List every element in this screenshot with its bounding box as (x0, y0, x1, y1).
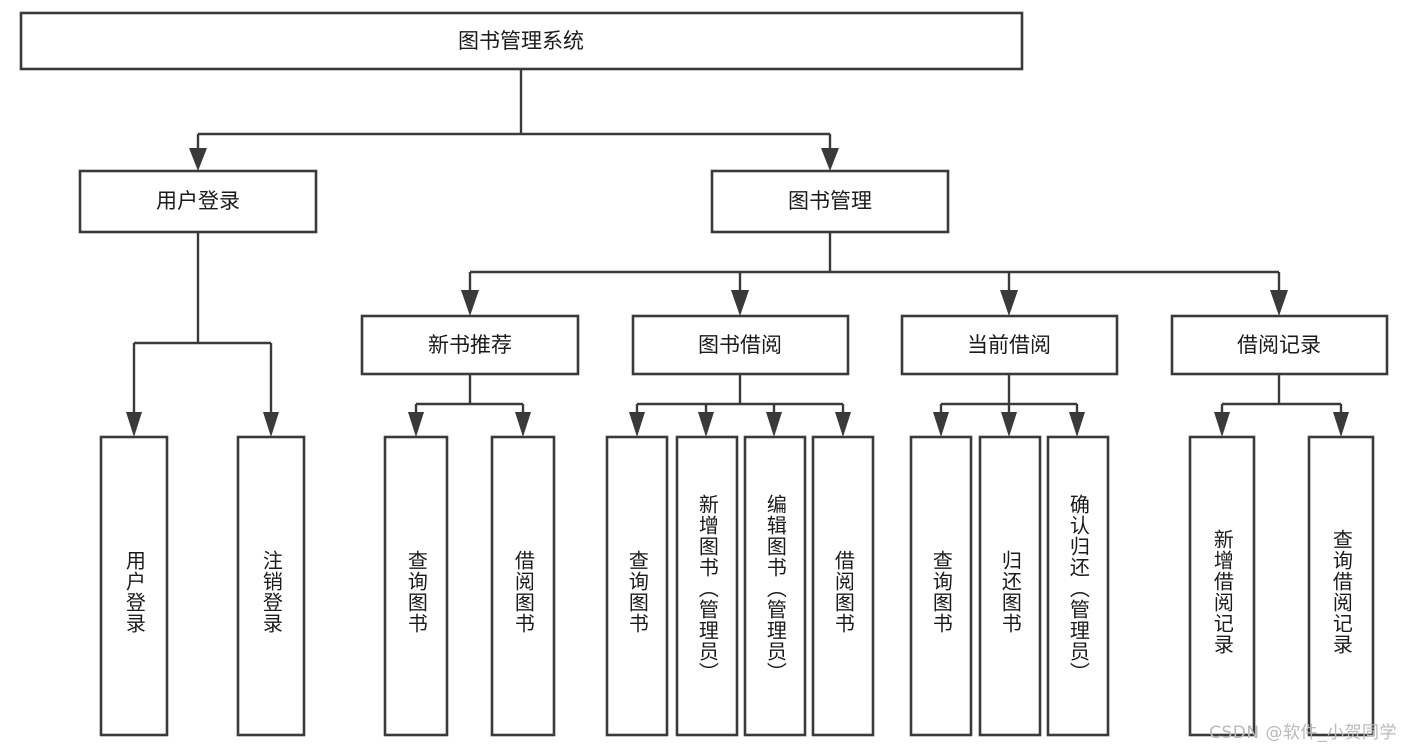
arrow-bb-leaf-1 (629, 412, 645, 437)
node-current-borrow[interactable]: 当前借阅 (900, 314, 1119, 376)
arrow-bb-leaf-2 (698, 412, 714, 437)
leaf-query-book-3-box[interactable] (909, 435, 973, 737)
node-borrow-record[interactable]: 借阅记录 (1170, 314, 1389, 376)
watermark-text: CSDN @软件_小贺同学 (1209, 723, 1397, 743)
leaf-add-book-box[interactable] (675, 435, 739, 737)
leaf-boxes-group (99, 435, 1375, 737)
leaf-query-record-box[interactable] (1307, 435, 1375, 737)
connector-group-borrow-record (1214, 374, 1349, 437)
node-borrow-record-label: 借阅记录 (1237, 333, 1321, 357)
node-new-book-recommend-label: 新书推荐 (428, 333, 512, 357)
node-new-book-recommend[interactable]: 新书推荐 (360, 314, 580, 376)
node-new-book-recommend-box[interactable] (360, 314, 580, 376)
leaf-borrow-book-1-box[interactable] (490, 435, 556, 737)
leaf-query-book-1-box[interactable] (383, 435, 449, 737)
leaf-borrow-book-2-box[interactable] (811, 435, 875, 737)
arrow-bb-leaf-4 (835, 412, 851, 437)
connector-group-user-login (126, 232, 279, 437)
arrow-cb-leaf-3 (1069, 412, 1085, 437)
arrow-br-leaf-2 (1333, 412, 1349, 437)
node-root-box[interactable] (19, 11, 1024, 71)
node-book-borrow-label: 图书借阅 (698, 333, 782, 357)
arrow-bm-to-new-book-recommend (461, 290, 479, 316)
connector-group-book-management (461, 232, 1288, 316)
leaf-edit-book-box[interactable] (743, 435, 807, 737)
connector-group-current-borrow (933, 374, 1085, 437)
arrow-br-leaf-1 (1214, 412, 1230, 437)
arrow-bm-to-borrow-record (1270, 290, 1288, 316)
arrow-cb-leaf-1 (933, 412, 949, 437)
arrow-root-to-book-management (821, 148, 839, 171)
arrow-nbr-leaf-2 (515, 412, 531, 437)
arrow-bm-to-current-borrow (1000, 290, 1018, 316)
node-book-management-label: 图书管理 (788, 189, 872, 213)
node-user-login[interactable]: 用户登录 (78, 169, 318, 234)
connector-group-book-borrow (629, 374, 851, 437)
node-borrow-record-box[interactable] (1170, 314, 1389, 376)
node-book-borrow-box[interactable] (631, 314, 850, 376)
node-book-borrow[interactable]: 图书借阅 (631, 314, 850, 376)
node-book-management[interactable]: 图书管理 (710, 169, 950, 234)
arrow-bm-to-book-borrow (731, 290, 749, 316)
connector-group-new-book-recommend (408, 374, 531, 437)
leaf-return-book-box[interactable] (978, 435, 1042, 737)
leaf-confirm-return-box[interactable] (1046, 435, 1110, 737)
node-book-management-box[interactable] (710, 169, 950, 234)
node-user-login-label: 用户登录 (156, 189, 240, 213)
node-root[interactable]: 图书管理系统 (19, 11, 1024, 71)
leaf-user-login-box[interactable] (99, 435, 169, 737)
arrow-cb-leaf-2 (1001, 412, 1017, 437)
arrow-bb-leaf-3 (766, 412, 782, 437)
arrow-user-login-leaf-1 (126, 412, 142, 437)
arrow-user-login-leaf-2 (263, 412, 279, 437)
arrow-nbr-leaf-1 (408, 412, 424, 437)
node-current-borrow-box[interactable] (900, 314, 1119, 376)
connector-group-root (189, 69, 839, 171)
leaf-user-logout-box[interactable] (236, 435, 306, 737)
node-user-login-box[interactable] (78, 169, 318, 234)
leaf-add-record-box[interactable] (1188, 435, 1256, 737)
arrow-root-to-user-login (189, 148, 207, 171)
node-root-label: 图书管理系统 (458, 29, 584, 53)
node-current-borrow-label: 当前借阅 (967, 333, 1051, 357)
leaf-query-book-2-box[interactable] (605, 435, 669, 737)
